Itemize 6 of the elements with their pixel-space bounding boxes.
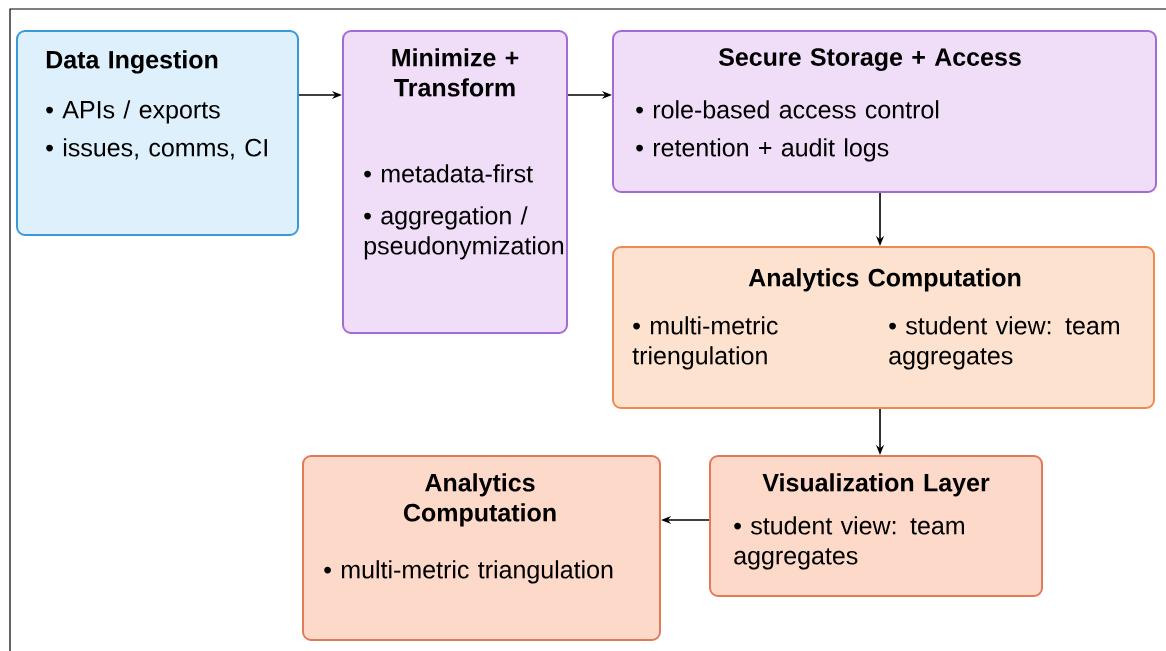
process-box: Secure Storage + Access • role-based access control • retention + audit logs — [612, 30, 1157, 193]
process-box: Data Ingestion • APIs / exports • issues, comms, CI — [16, 30, 299, 236]
process-box: Analytics Computation • multi-metric triangulation — [302, 455, 661, 641]
process-box: Analytics Computation • multi-metric triengulation • student view: team aggregates — [612, 246, 1155, 409]
process-box: Visualization Layer • student view: team aggregates — [709, 455, 1043, 597]
process-box: Minimize + Transform • metadata-first • aggregation / pseudonymization — [342, 30, 568, 334]
